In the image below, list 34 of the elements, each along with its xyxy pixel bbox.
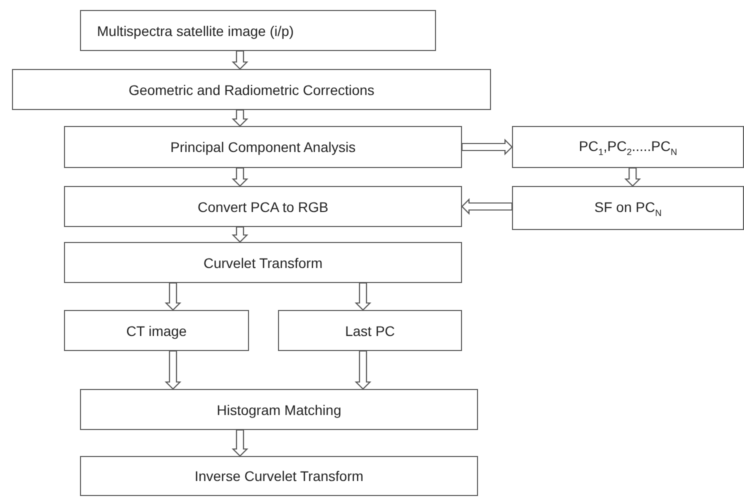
step-label: Last PC	[345, 322, 395, 338]
process-box	[80, 456, 478, 496]
hollow-arrow	[164, 282, 182, 311]
step-label: Multispectra satellite image (i/p)	[97, 22, 294, 38]
step-label: Inverse Curvelet Transform	[194, 468, 364, 484]
process-box	[12, 69, 491, 110]
hollow-arrow	[232, 50, 248, 70]
process-box	[64, 242, 462, 283]
hollow-arrow	[461, 198, 513, 215]
step-label: CT image	[126, 322, 187, 338]
hollow-arrow	[232, 109, 248, 127]
hollow-arrow	[354, 350, 372, 390]
process-box	[64, 310, 249, 351]
hollow-arrow	[461, 138, 513, 156]
process-box	[278, 310, 462, 351]
step-label: Curvelet Transform	[203, 254, 323, 270]
hollow-arrow	[624, 167, 641, 187]
process-box	[64, 126, 462, 168]
step-label: Geometric and Radiometric Corrections	[128, 82, 374, 98]
process-box	[80, 389, 478, 430]
process-box	[512, 186, 744, 230]
step-label: Convert PCA to RGB	[198, 198, 328, 214]
step-label: Histogram Matching	[216, 402, 342, 418]
hollow-arrow	[232, 167, 248, 187]
process-box	[80, 10, 436, 51]
hollow-arrow	[354, 282, 372, 311]
step-label: SF on PC$_{N}$	[594, 198, 662, 218]
step-label: Principal Component Analysis	[170, 139, 356, 155]
hollow-arrow	[164, 350, 182, 390]
step-label: PC$_{1}$,PC$_{2}$.....PC$_{N}$	[578, 138, 678, 156]
hollow-arrow	[232, 429, 248, 457]
process-box	[64, 186, 462, 227]
process-box	[512, 126, 744, 168]
hollow-arrow	[232, 226, 248, 243]
